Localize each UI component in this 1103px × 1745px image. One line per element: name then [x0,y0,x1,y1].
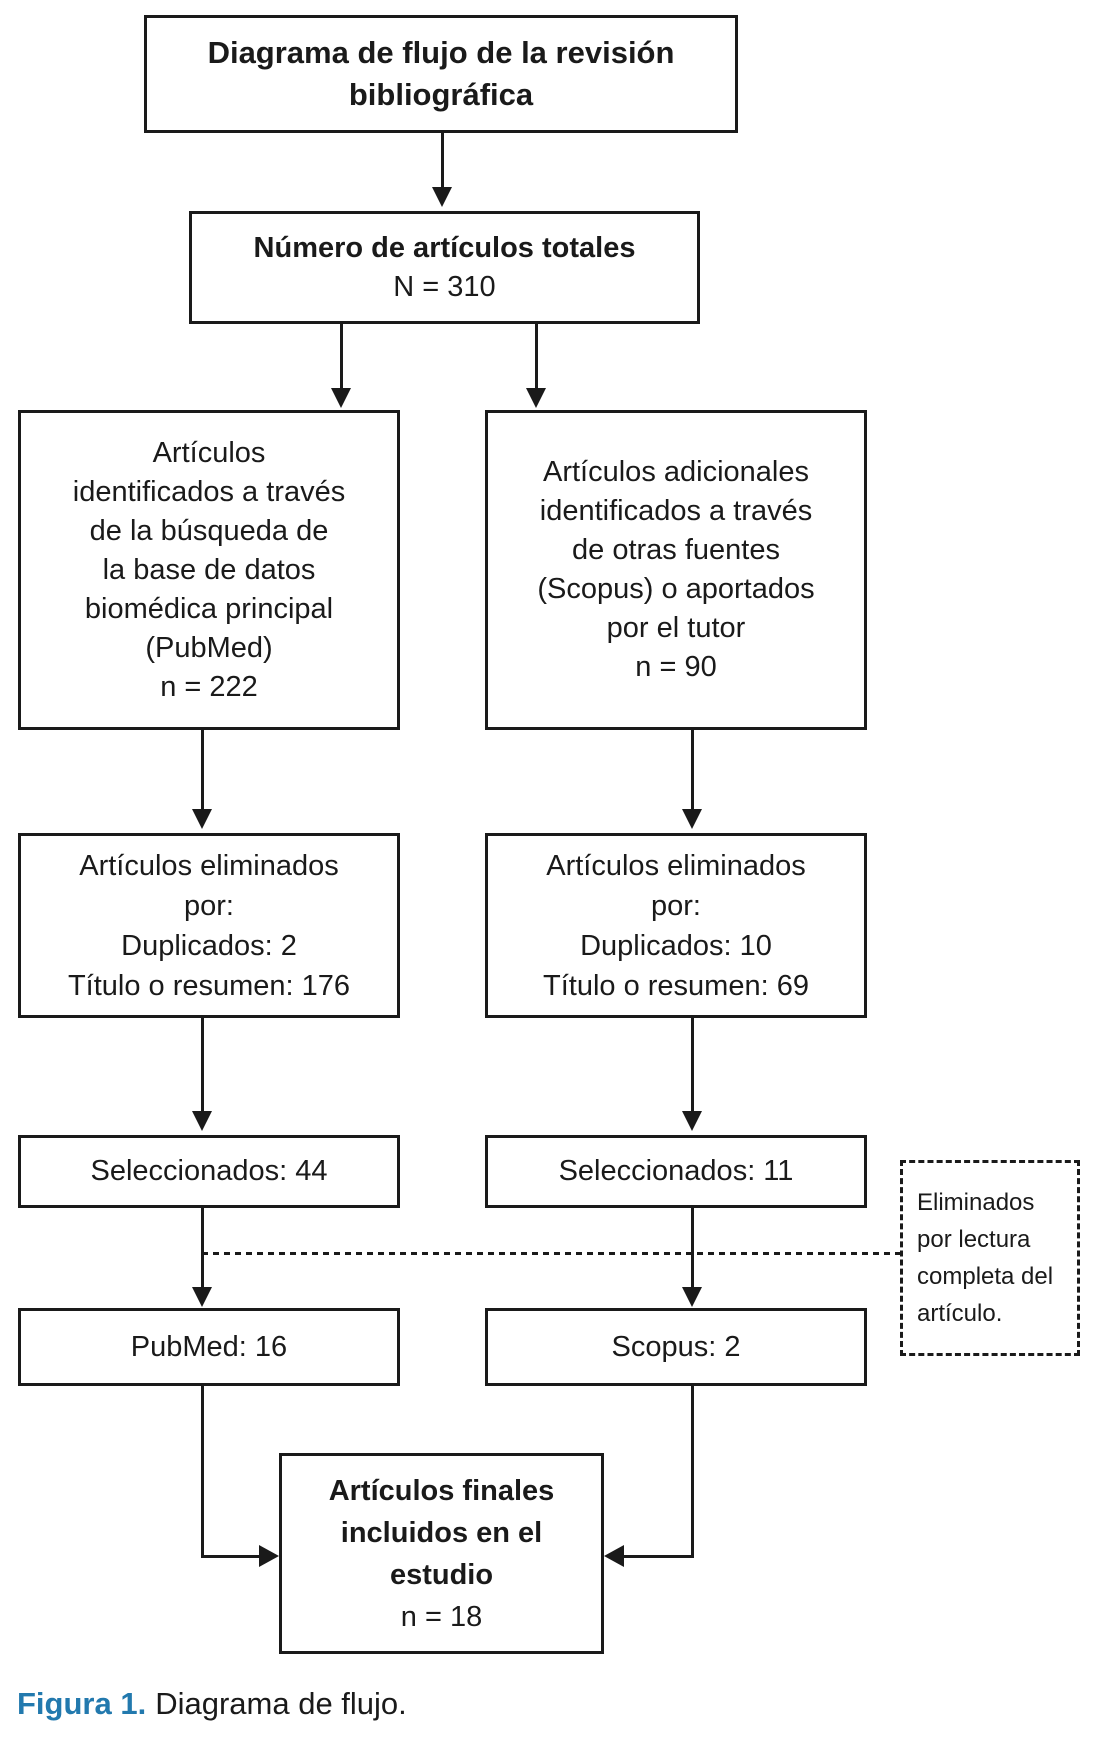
box-line: (PubMed) [145,631,273,664]
box-line: por: [184,889,234,922]
arrowhead-down-icon [192,1287,212,1307]
arrow-line [690,1018,694,1112]
scopus-count-box: Scopus: 2 [485,1308,867,1386]
box-line: Seleccionados: 11 [558,1155,794,1187]
arrowhead-right-icon [259,1545,279,1567]
pubmed-source-box: Artículos identificados a través de la b… [18,410,400,730]
title-line: Diagrama de flujo de la revisión [207,35,675,70]
scopus-excluded-box: Artículos eliminados por: Duplicados: 10… [485,833,867,1018]
total-articles-box: Número de artículos totales N = 310 [189,211,700,324]
box-line: n = 222 [160,670,258,703]
scopus-selected-box: Seleccionados: 11 [485,1135,867,1208]
arrowhead-down-icon [331,388,351,408]
figure-caption-text: Diagrama de flujo. [155,1686,407,1721]
arrow-line [440,133,444,188]
arrowhead-down-icon [682,1111,702,1131]
connector-line [690,1386,694,1558]
arrowhead-down-icon [526,388,546,408]
arrow-line [690,730,694,810]
arrowhead-down-icon [192,1111,212,1131]
arrow-line [690,1208,694,1288]
connector-line [624,1554,693,1558]
box-line: Artículos eliminados [546,849,806,882]
note-line: artículo. [917,1300,1003,1327]
connector-line [200,1554,260,1558]
total-articles-title: Número de artículos totales [253,231,636,264]
box-line: Seleccionados: 44 [90,1155,328,1187]
final-box-count: n = 18 [400,1600,483,1633]
box-line: identificados a través [539,495,813,527]
box-line: la base de datos [102,553,316,586]
arrowhead-down-icon [682,809,702,829]
box-line: Artículos eliminados [79,849,339,882]
final-box-line: Artículos finales [328,1474,555,1507]
box-line: por el tutor [606,612,746,644]
final-box-line: incluidos en el [340,1516,543,1549]
arrow-line [339,324,343,389]
total-articles-count: N = 310 [393,270,496,303]
note-line: por lectura [917,1226,1031,1253]
box-line: de la búsqueda de [89,514,329,547]
box-line: Artículos adicionales [543,456,809,488]
box-line: Título o resumen: 176 [67,969,351,1002]
note-line: completa del [917,1263,1054,1290]
box-line: Artículos [152,436,266,469]
arrowhead-down-icon [192,809,212,829]
arrowhead-down-icon [682,1287,702,1307]
arrowhead-down-icon [432,187,452,207]
box-line: Duplicados: 2 [121,929,297,962]
box-line: PubMed: 16 [130,1330,288,1363]
box-line: (Scopus) o aportados [537,573,815,605]
connector-line [200,1386,204,1558]
pubmed-excluded-box: Artículos eliminados por: Duplicados: 2 … [18,833,400,1018]
pubmed-selected-box: Seleccionados: 44 [18,1135,400,1208]
box-line: n = 90 [635,651,717,683]
box-line: Duplicados: 10 [580,929,772,962]
figure-caption-label: Figura 1. [17,1686,147,1721]
box-line: biomédica principal [84,592,334,625]
arrow-line [200,1018,204,1112]
full-text-exclusion-note: Eliminados por lectura completa del artí… [900,1160,1080,1356]
scopus-source-box: Artículos adicionales identificados a tr… [485,410,867,730]
final-articles-box: Artículos finales incluidos en el estudi… [279,1453,604,1654]
box-line: identificados a través [72,475,346,508]
note-line: Eliminados [917,1189,1035,1216]
pubmed-count-box: PubMed: 16 [18,1308,400,1386]
arrow-line [200,730,204,810]
box-line: Scopus: 2 [611,1330,741,1363]
final-box-line: estudio [389,1558,494,1591]
arrow-line [200,1208,204,1288]
title-box: Diagrama de flujo de la revisión bibliog… [144,15,738,133]
box-line: por: [651,889,701,922]
figure-caption: Figura 1.Diagrama de flujo. [17,1684,407,1724]
box-line: de otras fuentes [572,534,780,566]
title-line: bibliográfica [348,77,534,112]
box-line: Título o resumen: 69 [543,969,809,1002]
arrow-line [534,324,538,389]
dashed-connector-line [202,1251,900,1255]
arrowhead-left-icon [604,1545,624,1567]
